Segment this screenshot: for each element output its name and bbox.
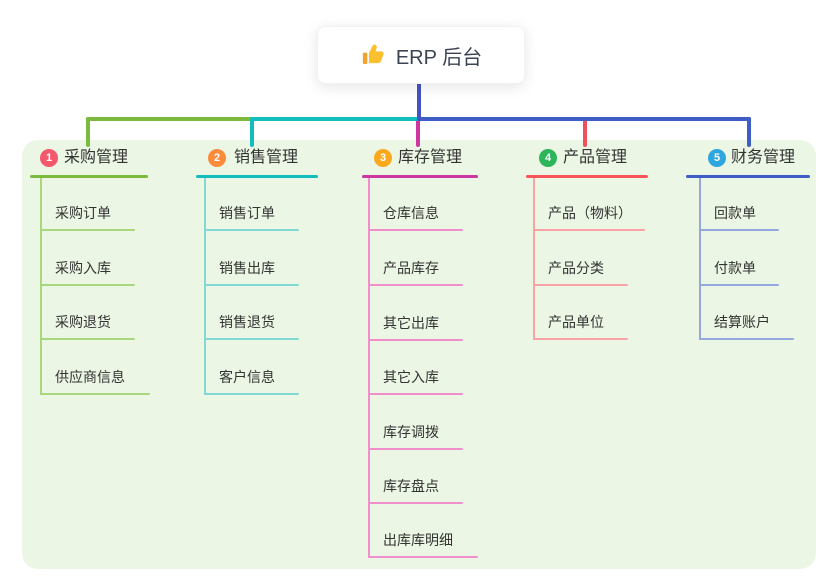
- branch-3-item-2-line: [368, 284, 463, 286]
- branch-1-item-4-line: [40, 393, 150, 395]
- branch-3-item-1-line: [368, 229, 463, 231]
- branch-2-item-2[interactable]: 销售出库: [219, 260, 275, 276]
- branch-3-item-3[interactable]: 其它出库: [383, 315, 439, 331]
- branch-3-item-4-line: [368, 393, 463, 395]
- branch-4-underline: [526, 175, 648, 178]
- branch-5-item-3-line: [699, 338, 794, 340]
- branch-2-item-1-line: [204, 229, 299, 231]
- branch-2-item-2-line: [204, 284, 299, 286]
- connector-branch-5-drop: [747, 117, 751, 147]
- connector-branch-5-horizontal: [417, 117, 751, 121]
- branch-5-label[interactable]: 财务管理: [731, 149, 796, 166]
- branch-3-item-6-line: [368, 502, 463, 504]
- branch-1-item-1[interactable]: 采购订单: [55, 205, 111, 221]
- branch-3-item-1[interactable]: 仓库信息: [383, 205, 439, 221]
- branch-5-item-1-line: [699, 229, 779, 231]
- branch-3-item-7[interactable]: 出库库明细: [383, 532, 453, 548]
- branch-5-underline: [686, 175, 810, 178]
- branch-2-item-4[interactable]: 客户信息: [219, 369, 275, 385]
- branch-3-item-4[interactable]: 其它入库: [383, 369, 439, 385]
- branch-1-item-2-line: [40, 284, 135, 286]
- root-node[interactable]: ERP 后台: [317, 26, 525, 84]
- branch-3-item-7-line: [368, 556, 478, 558]
- branch-2-item-3-line: [204, 338, 299, 340]
- branch-3-label[interactable]: 库存管理: [398, 149, 463, 166]
- connector-root-drop: [417, 80, 421, 121]
- connector-branch-3-drop: [416, 119, 420, 147]
- branch-4-item-3[interactable]: 产品单位: [548, 314, 604, 330]
- connector-branch-4-drop: [583, 119, 587, 147]
- branch-5-item-3[interactable]: 结算账户: [714, 314, 770, 330]
- branch-2-badge: 2: [208, 149, 226, 167]
- branch-1-child-line: [40, 178, 42, 395]
- branch-2-item-1[interactable]: 销售订单: [219, 205, 275, 221]
- branch-3-item-2[interactable]: 产品库存: [383, 260, 439, 276]
- branch-4-badge: 4: [539, 149, 557, 167]
- branch-4-label[interactable]: 产品管理: [563, 149, 628, 166]
- branch-4-item-2[interactable]: 产品分类: [548, 260, 604, 276]
- thumbs-up-icon: [360, 42, 386, 68]
- branch-1-underline: [30, 175, 148, 178]
- branch-3-item-6[interactable]: 库存盘点: [383, 478, 439, 494]
- branch-1-item-1-line: [40, 229, 135, 231]
- branch-2-item-4-line: [204, 393, 299, 395]
- branch-5-child-line: [699, 178, 701, 340]
- branch-3-item-5[interactable]: 库存调拨: [383, 424, 439, 440]
- branch-3-underline: [362, 175, 478, 178]
- branch-1-item-4[interactable]: 供应商信息: [55, 369, 125, 385]
- branch-1-label[interactable]: 采购管理: [64, 149, 129, 166]
- branch-4-item-1[interactable]: 产品（物料）: [548, 205, 632, 221]
- branch-4-child-line: [533, 178, 535, 340]
- branch-4-item-1-line: [533, 229, 645, 231]
- branch-3-badge: 3: [374, 149, 392, 167]
- root-node-label: ERP 后台: [395, 46, 483, 69]
- branch-1-item-3-line: [40, 338, 135, 340]
- branch-1-badge: 1: [40, 149, 58, 167]
- connector-branch-2-horizontal: [250, 117, 421, 121]
- branch-1-item-2[interactable]: 采购入库: [55, 260, 111, 276]
- branch-2-label[interactable]: 销售管理: [234, 149, 299, 166]
- branches-panel: [22, 140, 816, 569]
- branch-3-item-5-line: [368, 448, 463, 450]
- branch-3-child-line: [368, 178, 370, 558]
- branch-2-item-3[interactable]: 销售退货: [219, 314, 275, 330]
- branch-2-child-line: [204, 178, 206, 395]
- branch-3-item-3-line: [368, 339, 463, 341]
- branch-5-item-1[interactable]: 回款单: [714, 205, 756, 221]
- branch-4-item-3-line: [533, 338, 628, 340]
- branch-1-item-3[interactable]: 采购退货: [55, 314, 111, 330]
- branch-4-item-2-line: [533, 284, 628, 286]
- connector-branch-1-drop: [86, 117, 90, 147]
- branch-5-item-2[interactable]: 付款单: [714, 260, 756, 276]
- connector-branch-2-drop: [250, 117, 254, 147]
- connector-branch-1-horizontal: [86, 117, 254, 121]
- branch-2-underline: [196, 175, 318, 178]
- branch-5-badge: 5: [708, 149, 726, 167]
- branch-5-item-2-line: [699, 284, 779, 286]
